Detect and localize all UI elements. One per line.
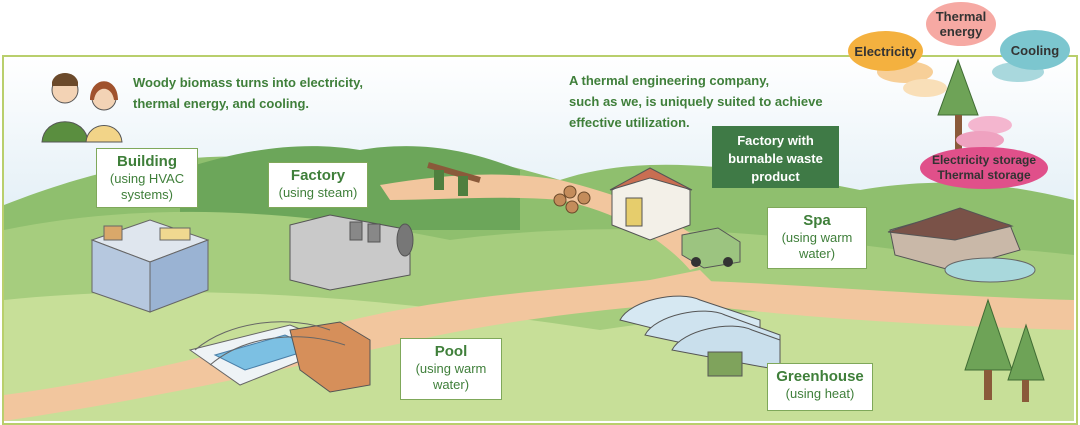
pool-sub-line2: water) — [432, 377, 470, 392]
building-callout: Building (using HVAC systems) — [96, 148, 198, 208]
factory-callout: Factory (using steam) — [268, 162, 368, 208]
electricity-label: Electricity — [854, 43, 917, 59]
spa-callout: Spa (using warm water) — [767, 207, 867, 269]
storage-cloud: Electricity storage Thermal storage — [920, 147, 1048, 189]
cloud-shadows — [877, 61, 1044, 149]
storage-label-line2: Thermal storage — [937, 168, 1031, 182]
workers-carrying-log-illustration — [427, 162, 481, 196]
intro-right-line3: effective utilization. — [569, 115, 690, 130]
building-title: Building — [117, 153, 177, 170]
intro-left-line2: thermal energy, and cooling. — [133, 96, 310, 111]
electricity-cloud: Electricity — [848, 31, 923, 71]
building-sub-line2: systems) — [121, 187, 173, 202]
intro-left-line1: Woody biomass turns into electricity, — [133, 75, 363, 90]
people-illustration — [41, 73, 123, 143]
greenhouse-illustration — [619, 295, 781, 377]
greenhouse-sub-line1: (using heat) — [785, 386, 855, 401]
factory-illustration — [289, 214, 414, 291]
spa-illustration — [887, 207, 1036, 283]
thermal-energy-cloud: Thermal energy — [926, 2, 996, 46]
intro-right-line2: such as we, is uniquely suited to achiev… — [569, 94, 823, 109]
intro-left-text: Woody biomass turns into electricity, th… — [133, 72, 363, 114]
thermal-label-line2: energy — [939, 24, 983, 39]
cooling-cloud: Cooling — [1000, 30, 1070, 70]
pool-title: Pool — [434, 343, 468, 360]
greenhouse-title: Greenhouse — [776, 368, 864, 385]
waste-factory-line2: burnable waste — [728, 151, 823, 166]
office-building-illustration — [90, 219, 210, 313]
spa-sub-line1: (using warm — [781, 230, 853, 245]
waste-factory-line1: Factory with — [737, 133, 814, 148]
intro-right-line1: A thermal engineering company, — [569, 73, 770, 88]
storage-label-line1: Electricity storage — [931, 153, 1037, 167]
truck-illustration — [681, 227, 741, 269]
spa-title: Spa — [803, 212, 831, 229]
greenhouse-callout: Greenhouse (using heat) — [767, 363, 873, 411]
factory-sub-line1: (using steam) — [278, 185, 358, 200]
pool-sub-line1: (using warm — [415, 361, 487, 376]
pool-illustration — [188, 321, 371, 393]
spa-sub-line2: water) — [798, 246, 836, 261]
waste-factory-label: Factory with burnable waste product — [712, 126, 839, 188]
tree-characters-illustration — [937, 58, 1045, 402]
thermal-label-line1: Thermal — [935, 9, 987, 24]
road-right — [650, 280, 1074, 330]
factory-title: Factory — [290, 167, 346, 184]
building-sub-line1: (using HVAC — [109, 171, 185, 186]
waste-factory-line3: product — [751, 169, 800, 184]
cooling-label: Cooling — [1010, 42, 1060, 58]
pool-callout: Pool (using warm water) — [400, 338, 502, 400]
intro-right-text: A thermal engineering company, such as w… — [569, 70, 823, 133]
waste-factory-illustration — [553, 167, 693, 241]
